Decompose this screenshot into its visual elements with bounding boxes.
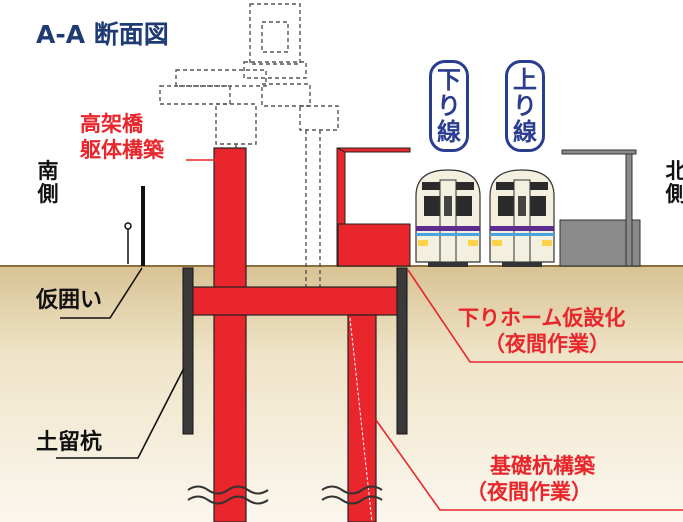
north-side-label: 北側	[665, 159, 683, 206]
up-line-label: 上り線	[505, 60, 545, 152]
future-viaduct-outline	[159, 3, 339, 288]
retaining-pile-left	[182, 267, 194, 435]
train-down	[415, 169, 481, 267]
down-line-label: 下り線	[429, 60, 469, 152]
viaduct-label-line1: 高架橋	[80, 112, 143, 136]
temporary-platform	[336, 147, 411, 267]
leader-lines	[56, 159, 683, 511]
temp-fence-label: 仮囲い	[36, 288, 103, 313]
train-up	[489, 169, 555, 267]
retaining-pile-right	[396, 267, 408, 435]
temp-platform-label-line1: 下りホーム仮設化	[458, 306, 626, 330]
existing-platform	[559, 149, 641, 267]
viaduct-label-line2: 躯体構築	[80, 138, 164, 162]
temp-platform-label-line2: （夜間作業）	[484, 332, 610, 356]
foundation-pile-label-line1: 基礎杭構築	[490, 454, 595, 478]
page-title: A-A 断面図	[36, 20, 169, 49]
retaining-pile-label: 土留杭	[36, 430, 103, 455]
break-symbol	[187, 485, 383, 505]
south-side-label: 南側	[37, 159, 59, 206]
viaduct-structure	[192, 147, 398, 522]
foundation-pile-label-line2: （夜間作業）	[466, 480, 592, 504]
fence-post-head	[124, 222, 132, 230]
